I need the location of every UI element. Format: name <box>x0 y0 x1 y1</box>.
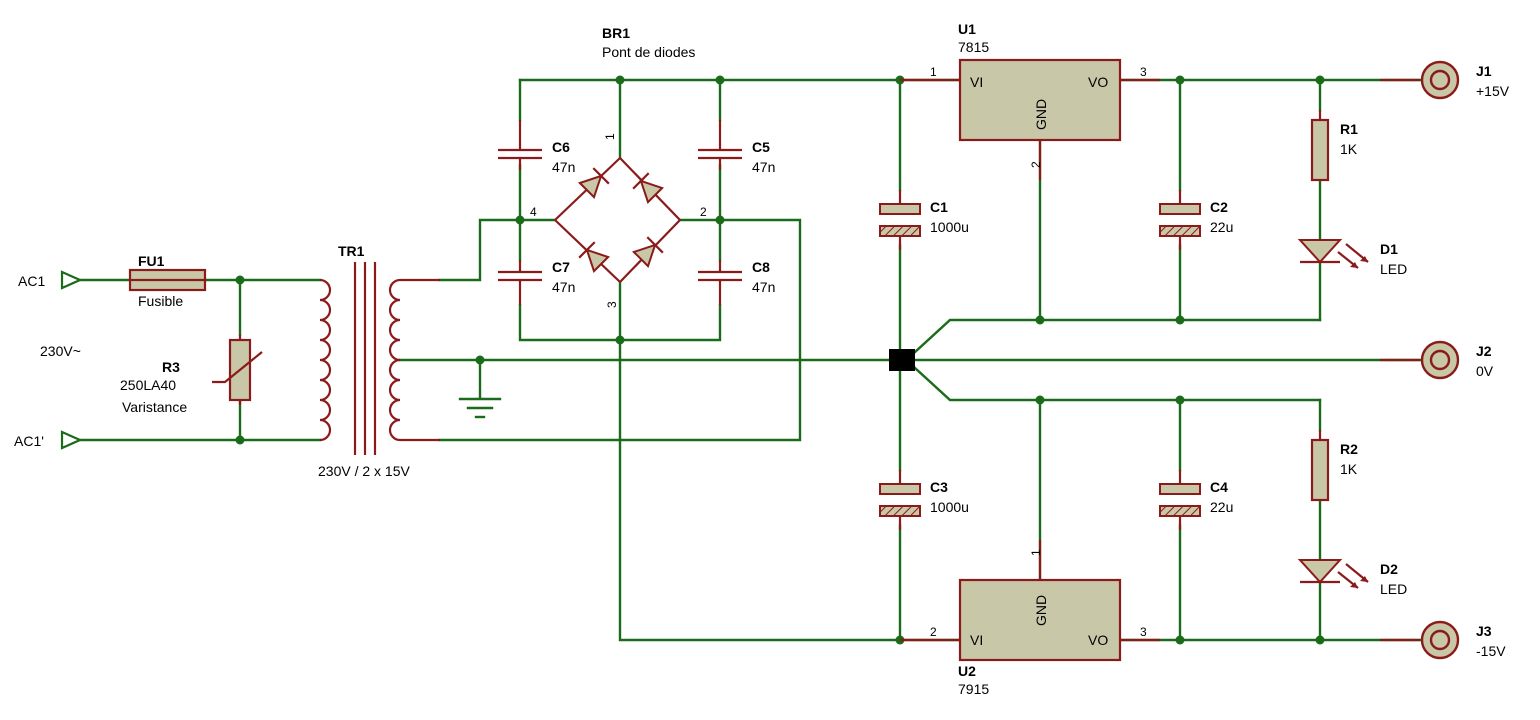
u2-vi-label: VI <box>970 632 983 648</box>
u2-ref: U2 <box>958 663 976 679</box>
u1-value: 7815 <box>958 39 989 55</box>
u1-ref: U1 <box>958 21 976 37</box>
r3-ref: R3 <box>162 359 180 375</box>
u2-pin2: 2 <box>930 625 937 639</box>
capacitor-c1 <box>879 190 921 250</box>
capacitor-c5 <box>698 120 742 170</box>
jack-j3-icon <box>1380 620 1460 660</box>
u2-vo-label: VO <box>1088 632 1108 648</box>
varistor-r3 <box>212 335 263 405</box>
transformer-tr1 <box>319 262 440 455</box>
wires <box>78 78 1422 642</box>
tr1-ref: TR1 <box>338 243 365 259</box>
c5-value: 47n <box>752 159 775 175</box>
c1-value: 1000u <box>930 219 969 235</box>
c3-value: 1000u <box>930 499 969 515</box>
u2-gnd-label: GND <box>1033 595 1049 626</box>
u1-pin2: 2 <box>1029 161 1043 168</box>
led-d1 <box>1297 239 1369 269</box>
d1-value: LED <box>1380 261 1407 277</box>
j2-ref: J2 <box>1476 343 1492 359</box>
resistor-r2 <box>1310 430 1330 502</box>
jack-j2-icon <box>1380 340 1460 380</box>
capacitor-c8 <box>698 260 742 305</box>
c3-ref: C3 <box>930 479 948 495</box>
r1-ref: R1 <box>1340 121 1358 137</box>
j2-value: 0V <box>1476 363 1494 379</box>
br1-ref: BR1 <box>602 25 630 41</box>
u2-pin1: 1 <box>1029 549 1043 556</box>
led-d2 <box>1297 559 1369 589</box>
r3-value: 250LA40 <box>120 377 176 393</box>
d2-value: LED <box>1380 581 1407 597</box>
r3-value-2: Varistance <box>122 399 187 415</box>
u1-pin3: 3 <box>1140 65 1147 79</box>
u2-pin3: 3 <box>1140 625 1147 639</box>
r2-value: 1K <box>1340 461 1358 477</box>
fu1-value: Fusible <box>138 293 183 309</box>
br1-value: Pont de diodes <box>602 44 695 60</box>
tr1-value: 230V / 2 x 15V <box>318 463 411 479</box>
mains-label: 230V~ <box>40 343 81 359</box>
ac1p-label: AC1' <box>14 433 44 449</box>
c7-ref: C7 <box>552 259 570 275</box>
star-ground-node <box>889 349 915 371</box>
c4-value: 22u <box>1210 499 1233 515</box>
u1-gnd-label: GND <box>1033 99 1049 130</box>
j3-ref: J3 <box>1476 623 1492 639</box>
capacitor-c7 <box>498 260 542 305</box>
ground-icon <box>458 397 502 419</box>
r1-value: 1K <box>1340 141 1358 157</box>
br1-pin4: 4 <box>530 205 537 219</box>
ac1-label: AC1 <box>18 273 45 289</box>
ac1-terminal <box>60 270 83 290</box>
c5-ref: C5 <box>752 139 770 155</box>
u1-pin1: 1 <box>930 65 937 79</box>
c4-ref: C4 <box>1210 479 1228 495</box>
regulator-u1 <box>900 58 1160 180</box>
c6-ref: C6 <box>552 139 570 155</box>
c7-value: 47n <box>552 279 575 295</box>
j3-value: -15V <box>1476 643 1506 659</box>
regulator-u2 <box>900 540 1160 662</box>
c2-ref: C2 <box>1210 199 1228 215</box>
u2-value: 7915 <box>958 681 989 697</box>
br1-pin3: 3 <box>605 301 619 308</box>
br1-pin1: 1 <box>603 133 617 140</box>
fu1-ref: FU1 <box>138 253 165 269</box>
br1-pin2: 2 <box>700 205 707 219</box>
jack-j1-icon <box>1380 60 1460 100</box>
c1-ref: C1 <box>930 199 948 215</box>
resistor-r1 <box>1310 110 1330 182</box>
d2-ref: D2 <box>1380 561 1398 577</box>
j1-ref: J1 <box>1476 63 1492 79</box>
capacitor-c2 <box>1159 190 1201 250</box>
capacitor-c3 <box>879 470 921 530</box>
c6-value: 47n <box>552 159 575 175</box>
bridge-rectifier-br1 <box>554 157 681 283</box>
capacitor-c4 <box>1159 470 1201 530</box>
r2-ref: R2 <box>1340 441 1358 457</box>
d1-ref: D1 <box>1380 241 1398 257</box>
u1-vi-label: VI <box>970 74 983 90</box>
j1-value: +15V <box>1476 83 1510 99</box>
c2-value: 22u <box>1210 219 1233 235</box>
ac1p-terminal <box>60 430 83 450</box>
capacitor-c6 <box>498 120 542 170</box>
c8-value: 47n <box>752 279 775 295</box>
c8-ref: C8 <box>752 259 770 275</box>
u1-vo-label: VO <box>1088 74 1108 90</box>
